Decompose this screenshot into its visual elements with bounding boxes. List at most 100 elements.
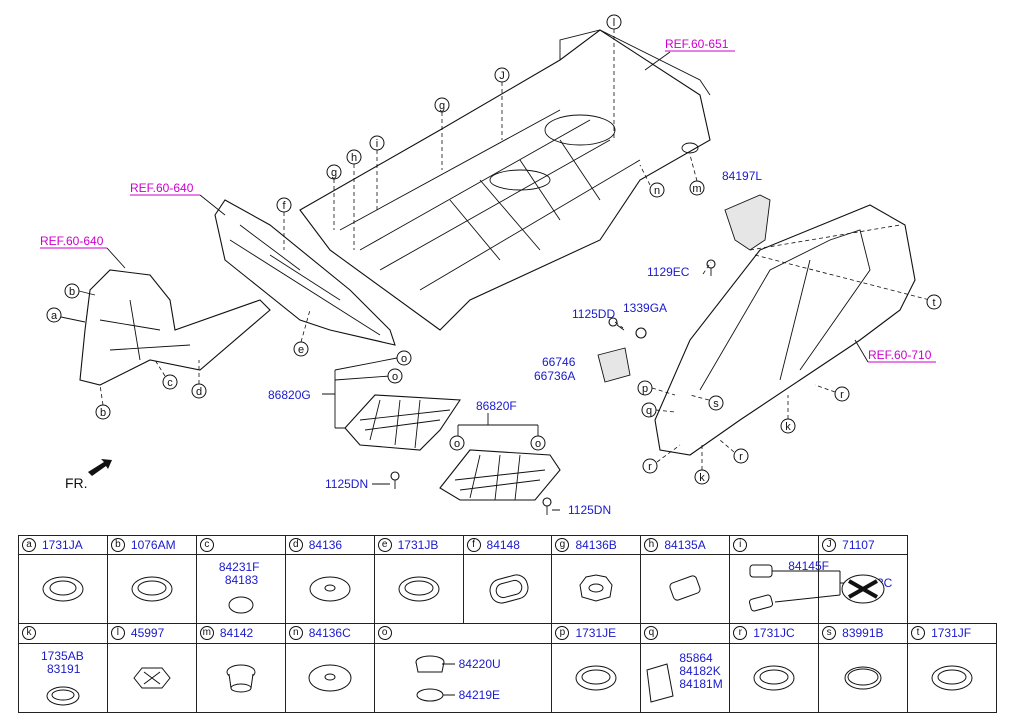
legend-cell-b: [106, 554, 197, 625]
svg-text:J: J: [499, 70, 505, 82]
legend-head-q: q: [640, 623, 731, 644]
legend-head-c: c: [195, 534, 286, 556]
legend-cell-a: [18, 554, 108, 625]
legend-cell-r: [729, 642, 820, 714]
callout-g2: g: [326, 164, 342, 230]
part-label-1125dn-b: 1125DN: [568, 503, 611, 517]
svg-text:o: o: [454, 438, 460, 450]
legend-cell-e: [373, 554, 464, 625]
callout-a: a: [46, 307, 86, 323]
legend-cell-s: [818, 642, 909, 714]
part-84182k: 84182K: [679, 663, 721, 678]
ref-60-640-a[interactable]: REF.60-640: [130, 181, 194, 195]
svg-text:o: o: [535, 438, 541, 450]
front-side-member: [79, 269, 271, 386]
body-side-panel: [654, 204, 916, 456]
callout-e: e: [293, 309, 311, 357]
legend-cell-d: [284, 554, 375, 625]
callout-k1: k: [780, 395, 796, 434]
svg-text:c: c: [167, 377, 173, 389]
svg-text:m: m: [692, 183, 701, 195]
callout-b1: b: [64, 283, 96, 299]
svg-text:b: b: [69, 286, 75, 298]
callout-circles: l J g g h i f e n m o o o o b a c d b t …: [46, 14, 942, 485]
svg-text:o: o: [392, 371, 398, 383]
legend-cell-i2: 84145F84133C: [729, 554, 892, 625]
part-84219e: 84219E: [458, 687, 500, 702]
exploded-parts-diagram: REF.60-651 REF.60-640 REF.60-640 REF.60-…: [40, 14, 942, 517]
dash-panel: [214, 199, 396, 346]
callout-r2: r: [719, 439, 749, 464]
callout-f: f: [276, 197, 292, 250]
part-85864: 85864: [679, 650, 713, 665]
part-label-1339ga: 1339GA: [623, 301, 667, 315]
svg-text:g: g: [331, 167, 337, 179]
part-83191: 83191: [47, 661, 81, 676]
callout-q: q: [641, 402, 676, 418]
svg-text:p: p: [642, 383, 648, 395]
part-1735ab: 1735AB: [41, 648, 84, 663]
svg-text:r: r: [840, 389, 844, 401]
callout-g1: g: [434, 97, 450, 170]
floor-panel: [299, 29, 711, 331]
fr-label: FR.: [65, 475, 88, 491]
svg-text:s: s: [713, 398, 719, 410]
callout-p: p: [637, 380, 676, 396]
callout-h: h: [346, 149, 362, 250]
legend-cell-p: [551, 642, 642, 714]
callout-n: n: [639, 164, 665, 198]
ref-60-640-b[interactable]: REF.60-640: [40, 234, 104, 248]
under-cover-86820f: [439, 449, 561, 501]
callout-o1: o: [396, 350, 412, 366]
callout-i: i: [369, 135, 385, 210]
svg-text:h: h: [351, 152, 357, 164]
legend-cell-m: [195, 642, 286, 714]
ref-60-651[interactable]: REF.60-651: [665, 37, 729, 51]
svg-text:q: q: [646, 405, 652, 417]
legend-cell-g: [551, 554, 642, 625]
part-label-86820g: 86820G: [268, 388, 311, 402]
part-label-1125dn-a: 1125DN: [325, 477, 368, 491]
legend-head-o: o: [373, 623, 553, 644]
part-84220u: 84220U: [458, 656, 501, 671]
svg-text:b: b: [100, 407, 106, 419]
svg-text:n: n: [654, 185, 660, 197]
svg-text:k: k: [785, 421, 791, 433]
callout-r1: r: [814, 384, 850, 402]
svg-text:t: t: [932, 297, 935, 309]
ref-60-710[interactable]: REF.60-710: [868, 348, 932, 362]
callout-m: m: [689, 154, 705, 196]
bolt-icons: [390, 259, 716, 515]
callout-b2: b: [95, 384, 111, 420]
under-cover-86820g: [344, 394, 461, 451]
part-label-66746: 66746: [542, 355, 576, 369]
callout-j: J: [494, 67, 510, 140]
svg-text:r: r: [648, 461, 652, 473]
callout-r3: r: [642, 444, 681, 474]
bracket-84197l: [724, 194, 771, 251]
legend-cell-j: [818, 554, 909, 625]
legend-head-k: k: [18, 623, 108, 644]
callout-s: s: [689, 394, 724, 411]
legend-cell-o: 84220U 84219E: [373, 642, 553, 714]
part-label-86820f: 86820F: [476, 399, 517, 413]
callout-c: c: [154, 359, 178, 390]
part-84231f: 84231F: [218, 560, 260, 575]
svg-text:g: g: [439, 100, 445, 112]
